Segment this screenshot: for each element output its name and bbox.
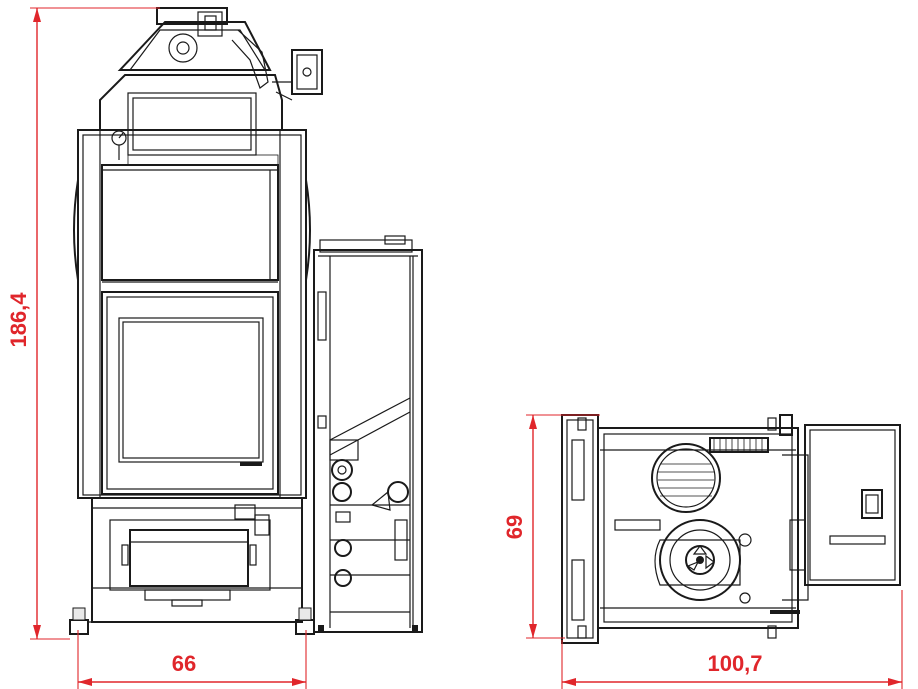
dimension-depth: 69 (502, 414, 600, 639)
front-view (69, 7, 323, 635)
dimension-top-width: 100,7 (561, 590, 903, 689)
dimension-height: 186,4 (6, 7, 160, 640)
top-width-dimension-label: 100,7 (707, 651, 762, 676)
height-dimension-label: 186,4 (6, 292, 31, 348)
front-width-dimension-label: 66 (172, 651, 196, 676)
pellet-hopper (313, 235, 423, 633)
top-view (561, 414, 901, 644)
dimension-front-width: 66 (77, 630, 307, 689)
depth-dimension-label: 69 (502, 515, 527, 539)
